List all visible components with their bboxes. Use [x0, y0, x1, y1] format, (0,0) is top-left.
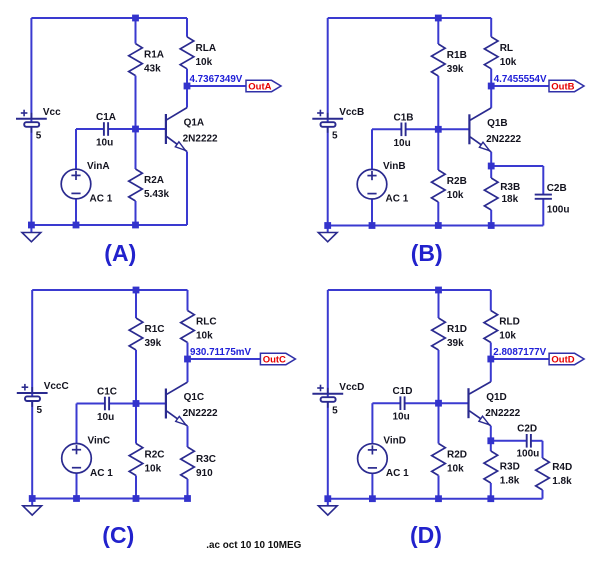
svg-text:VccB: VccB — [339, 107, 364, 118]
svg-text:10k: 10k — [196, 57, 213, 68]
svg-text:10k: 10k — [499, 331, 516, 342]
svg-text:(C): (C) — [102, 522, 134, 548]
svg-text:R1B: R1B — [447, 50, 467, 61]
svg-text:39k: 39k — [447, 338, 464, 349]
svg-text:5: 5 — [36, 131, 42, 142]
svg-text:AC 1: AC 1 — [386, 194, 409, 205]
svg-text:VccD: VccD — [339, 382, 364, 393]
svg-text:VinA: VinA — [87, 161, 110, 172]
svg-text:2N2222: 2N2222 — [183, 134, 218, 145]
svg-text:100u: 100u — [517, 449, 540, 460]
svg-text:4.7367349V: 4.7367349V — [190, 74, 243, 85]
svg-text:10k: 10k — [145, 464, 162, 475]
svg-text:C1C: C1C — [97, 387, 117, 398]
svg-text:RLD: RLD — [499, 317, 520, 328]
svg-text:910: 910 — [196, 468, 213, 479]
svg-text:R1A: R1A — [144, 50, 164, 61]
svg-text:10k: 10k — [500, 57, 517, 68]
svg-text:OutB: OutB — [551, 82, 574, 93]
svg-text:(D): (D) — [410, 522, 442, 548]
svg-text:R3C: R3C — [196, 454, 216, 465]
svg-text:C2D: C2D — [517, 423, 537, 434]
svg-text:1.8k: 1.8k — [500, 476, 520, 487]
svg-text:OutD: OutD — [551, 355, 574, 366]
svg-text:39k: 39k — [145, 338, 162, 349]
svg-text:5: 5 — [332, 406, 338, 417]
svg-text:10k: 10k — [447, 464, 464, 475]
svg-text:R3D: R3D — [500, 462, 520, 473]
svg-text:10u: 10u — [96, 138, 113, 149]
svg-text:Q1C: Q1C — [184, 392, 205, 403]
svg-text:.ac oct 10 10 10MEG: .ac oct 10 10 10MEG — [206, 540, 301, 551]
svg-text:R2A: R2A — [144, 175, 164, 186]
svg-text:R4D: R4D — [552, 462, 572, 473]
svg-text:Q1B: Q1B — [487, 118, 508, 129]
svg-text:AC 1: AC 1 — [386, 468, 409, 479]
svg-text:AC 1: AC 1 — [90, 468, 113, 479]
svg-text:1.8k: 1.8k — [552, 476, 572, 487]
svg-text:OutC: OutC — [263, 355, 286, 366]
svg-text:R3B: R3B — [500, 182, 520, 193]
svg-text:VinD: VinD — [383, 436, 406, 447]
svg-text:RLC: RLC — [196, 317, 217, 328]
svg-text:2N2222: 2N2222 — [183, 408, 218, 419]
svg-text:10k: 10k — [447, 190, 464, 201]
svg-text:R2C: R2C — [145, 450, 165, 461]
svg-text:R1D: R1D — [447, 324, 467, 335]
svg-text:4.7455554V: 4.7455554V — [494, 74, 547, 85]
svg-text:Q1A: Q1A — [184, 118, 205, 129]
svg-text:C1A: C1A — [96, 112, 116, 123]
svg-text:5: 5 — [332, 131, 338, 142]
svg-text:(A): (A) — [104, 240, 136, 266]
svg-text:5: 5 — [37, 405, 43, 416]
svg-text:100u: 100u — [547, 204, 570, 215]
svg-text:R1C: R1C — [145, 324, 165, 335]
svg-text:2N2222: 2N2222 — [486, 134, 521, 145]
svg-text:VccC: VccC — [44, 381, 69, 392]
svg-text:43k: 43k — [144, 64, 161, 75]
svg-text:18k: 18k — [502, 194, 519, 205]
svg-text:C2B: C2B — [547, 183, 567, 194]
svg-text:C1B: C1B — [394, 112, 414, 123]
svg-text:RLA: RLA — [196, 43, 217, 54]
svg-text:5.43k: 5.43k — [144, 189, 169, 200]
svg-text:VinB: VinB — [383, 161, 406, 172]
svg-text:10u: 10u — [393, 412, 410, 423]
svg-text:10k: 10k — [196, 331, 213, 342]
svg-text:10u: 10u — [394, 138, 411, 149]
svg-text:R2D: R2D — [447, 450, 467, 461]
svg-text:OutA: OutA — [248, 82, 271, 93]
svg-text:2N2222: 2N2222 — [485, 408, 520, 419]
svg-text:39k: 39k — [447, 64, 464, 75]
svg-text:Q1D: Q1D — [486, 392, 507, 403]
svg-text:RL: RL — [500, 43, 513, 54]
svg-text:C1D: C1D — [393, 386, 413, 397]
svg-text:10u: 10u — [97, 412, 114, 423]
svg-text:930.71175mV: 930.71175mV — [190, 347, 251, 358]
svg-text:2.8087177V: 2.8087177V — [493, 347, 546, 358]
svg-text:(B): (B) — [411, 240, 443, 266]
svg-text:Vcc: Vcc — [43, 107, 61, 118]
svg-text:R2B: R2B — [447, 176, 467, 187]
svg-text:VinC: VinC — [88, 435, 111, 446]
svg-text:AC 1: AC 1 — [90, 194, 113, 205]
